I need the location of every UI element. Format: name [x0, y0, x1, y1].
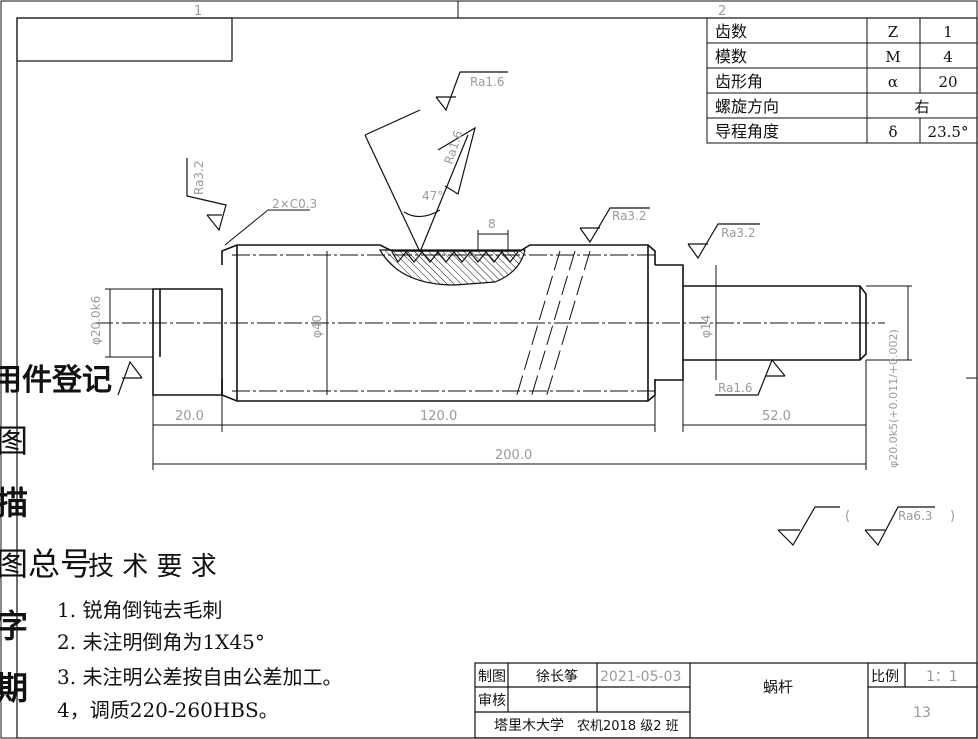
angle-label: 47°: [422, 189, 443, 203]
param-name-module: 模数: [715, 47, 747, 66]
dim-length-body: 120.0: [420, 409, 457, 424]
technical-requirements: 技 术 要 求 1. 锐角倒钝去毛刺 2. 未注明倒角为1X45° 3. 未注明…: [57, 552, 342, 722]
param-name-helix-direction: 螺旋方向: [715, 97, 779, 116]
param-name-teeth: 齿数: [715, 22, 747, 41]
dim-length-right: 52.0: [762, 409, 791, 424]
roughness-symbols: [117, 71, 935, 547]
chamfer-label: 2×C0.3: [272, 197, 317, 211]
side-labels: 用件登记 图 描 图总号 字 期: [0, 363, 112, 707]
gear-parameter-table: 齿数 Z 1 模数 M 4 齿形角 α 20 螺旋方向 右 导程角度 δ 23.…: [706, 17, 978, 144]
tech-req-item-2: 2. 未注明倒角为1X45°: [57, 630, 265, 654]
title-school: 塔里木大学: [494, 718, 564, 734]
side-label-signature: 字: [0, 607, 28, 645]
param-name-lead-angle: 导程角度: [715, 122, 779, 141]
param-symbol-lead-angle: δ: [888, 123, 897, 141]
dim-length-left: 20.0: [175, 409, 204, 424]
param-value-lead-angle: 23.5°: [928, 123, 969, 141]
param-value-pressure-angle: 20: [938, 73, 957, 91]
shaft-outline: [152, 244, 867, 402]
tech-req-item-1: 1. 锐角倒钝去毛刺: [57, 598, 222, 622]
zone-mark-2: 2: [718, 4, 726, 19]
title-check-label: 审核: [478, 693, 506, 709]
tech-req-item-4: 4，调质220-260HBS。: [57, 698, 279, 722]
dim-length-total: 200.0: [495, 448, 532, 463]
length-dimension-lines: [152, 360, 867, 470]
dim-right-end-diameter: φ20.0k5(+0.011/+0.002): [887, 329, 900, 468]
roughness-body-top: Ra3.2: [612, 209, 647, 223]
pitch-label: 8: [488, 217, 496, 231]
roughness-paren-open: (: [845, 509, 850, 524]
param-symbol-module: M: [885, 48, 900, 66]
roughness-right-shoulder: Ra3.2: [721, 226, 756, 240]
title-class: 农机2018 级2 班: [577, 719, 679, 734]
tech-req-item-3: 3. 未注明公差按自由公差加工。: [57, 665, 342, 689]
roughness-left-face: Ra3.2: [192, 160, 206, 195]
helix-lines: [514, 250, 591, 402]
tech-req-title: 技 术 要 求: [88, 552, 217, 582]
chamfer-leader: [224, 209, 269, 246]
tool-profile: [364, 109, 469, 253]
param-symbol-pressure-angle: α: [888, 73, 898, 91]
param-symbol-teeth: Z: [888, 23, 898, 41]
title-scale: 1：1: [926, 669, 958, 685]
roughness-tooth-top: Ra1.6: [470, 75, 505, 89]
dim-left-diameter: φ20.0k6: [89, 296, 103, 345]
side-label-general-number: 图总号: [0, 545, 92, 583]
param-value-teeth: 1: [943, 23, 953, 41]
tooth-section: [378, 249, 526, 286]
param-value-helix-direction: 右: [914, 98, 929, 116]
side-label-date: 期: [0, 669, 28, 707]
zone-mark-1: 1: [194, 4, 202, 19]
roughness-tooth-flank: Ra1.6: [442, 129, 466, 166]
side-label-drawing: 图: [0, 422, 28, 460]
side-label-trace: 描: [0, 484, 28, 522]
title-scale-label: 比例: [871, 669, 899, 685]
roughness-general: Ra6.3: [898, 509, 933, 523]
dim-body-diameter: φ40: [310, 315, 324, 338]
title-drawn-by: 徐长筝: [536, 668, 578, 685]
pitch-dimension-lines: [477, 230, 509, 250]
title-part-name: 蜗杆: [763, 678, 793, 696]
diameter-dimension-lines: [105, 251, 912, 395]
param-value-module: 4: [943, 48, 953, 66]
dim-right-diameter: φ14: [699, 315, 713, 338]
title-drawn-label: 制图: [478, 669, 506, 685]
title-block: 制图 徐长筝 2021-05-03 蜗杆 比例 1：1 审核 13 塔里木大学 …: [474, 662, 978, 739]
param-name-pressure-angle: 齿形角: [715, 72, 763, 91]
title-sheet-number: 13: [913, 705, 931, 721]
roughness-right-journal: Ra1.6: [718, 381, 753, 395]
title-date: 2021-05-03: [600, 669, 681, 685]
side-label-register: 用件登记: [0, 363, 112, 398]
roughness-paren-close: ): [950, 509, 955, 524]
